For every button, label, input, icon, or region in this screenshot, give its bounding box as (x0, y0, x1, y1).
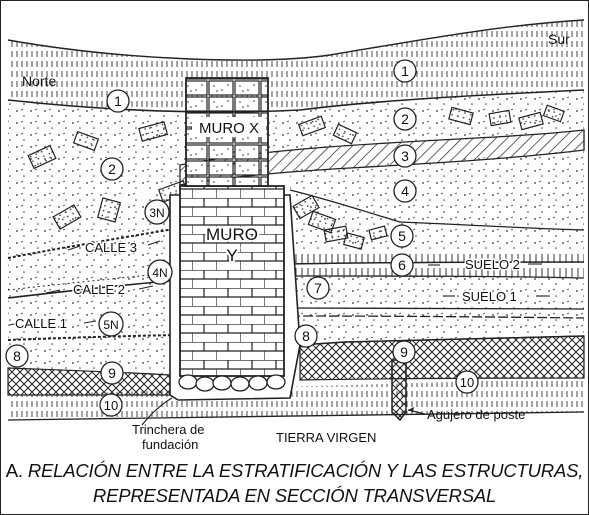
layer-number-3n: 3N (149, 206, 164, 220)
figure-caption: A. RELACIÓN ENTRE LA ESTRATIFICACIÓN Y L… (0, 458, 589, 508)
layer-number-6: 6 (398, 257, 406, 273)
south-label: Sur (548, 31, 570, 47)
caption-line-1: A. RELACIÓN ENTRE LA ESTRATIFICACIÓN Y L… (0, 458, 589, 483)
layer-number-9-right: 9 (400, 344, 408, 360)
street-1-label: CALLE 1 (15, 316, 67, 331)
layer-number-2-right: 2 (401, 111, 409, 127)
layer-10 (8, 378, 584, 420)
virgin-soil-label: TIERRA VIRGEN (276, 430, 376, 445)
layer-number-4n: 4N (152, 266, 167, 280)
street-2-label: CALLE 2 (73, 282, 125, 297)
layer-5 (290, 190, 584, 252)
caption-prefix: A. (5, 460, 23, 481)
layer-4n (8, 228, 180, 298)
trench-label-1: Trinchera de (132, 422, 205, 437)
fallen-stones (292, 194, 388, 250)
layer-number-2-left: 2 (108, 161, 116, 177)
layer-number-10-left: 10 (104, 398, 118, 413)
layer-7 (290, 276, 584, 320)
layer-number-1-right: 1 (401, 63, 409, 79)
layer-number-8-left: 8 (13, 348, 21, 364)
street-3-label: CALLE 3 (85, 240, 137, 255)
layer-number-9-left: 9 (108, 365, 116, 381)
trench-label-2: fundación (142, 437, 198, 452)
layer-number-3: 3 (401, 148, 409, 164)
layer-number-5: 5 (398, 228, 406, 244)
caption-line-1-text: RELACIÓN ENTRE LA ESTRATIFICACIÓN Y LAS … (27, 460, 584, 481)
wall-y (179, 185, 285, 377)
wall-y-label-2: Y (226, 246, 237, 265)
layer-number-5n: 5N (103, 318, 118, 332)
layer-number-7: 7 (314, 280, 322, 296)
layer-4 (290, 150, 584, 230)
layer-number-labels: 1 1 2 2 3 4 3N 5 4N 6 5N 7 8 8 9 9 10 10 (13, 63, 474, 413)
stratigraphy-section: 1 1 2 2 3 4 3N 5 4N 6 5N 7 8 8 9 9 10 10… (5, 19, 585, 452)
wall-y-base-stones (178, 374, 286, 392)
text-labels: Norte Sur MURO X MURO Y CALLE 3 CALLE 2 … (14, 31, 571, 452)
caption-line-2: REPRESENTADA EN SECCIÓN TRANSVERSAL (92, 485, 497, 506)
layer-9-right (299, 335, 585, 381)
floor-2-label: SUELO 2 (465, 257, 520, 272)
wall-y-label-1: MURO (206, 225, 258, 244)
layer-number-4: 4 (401, 183, 409, 199)
posthole-label: Agujero de poste (427, 407, 525, 422)
layer-number-1-left: 1 (114, 93, 122, 109)
wall-x-label: MURO X (199, 120, 259, 137)
layer-1 (8, 20, 584, 112)
layer-5n (8, 280, 180, 340)
north-label: Norte (22, 73, 56, 89)
layer-3n (8, 190, 180, 258)
layer-number-10-right: 10 (460, 375, 474, 390)
layer-markers (5, 59, 479, 417)
floor-1-label: SUELO 1 (462, 289, 517, 304)
layer-6 (290, 250, 584, 278)
label-arrows (8, 240, 550, 326)
layer-number-8-right: 8 (302, 328, 310, 344)
post-hole (391, 359, 407, 422)
layer-8-right (290, 318, 584, 345)
layer-8 (8, 335, 170, 375)
